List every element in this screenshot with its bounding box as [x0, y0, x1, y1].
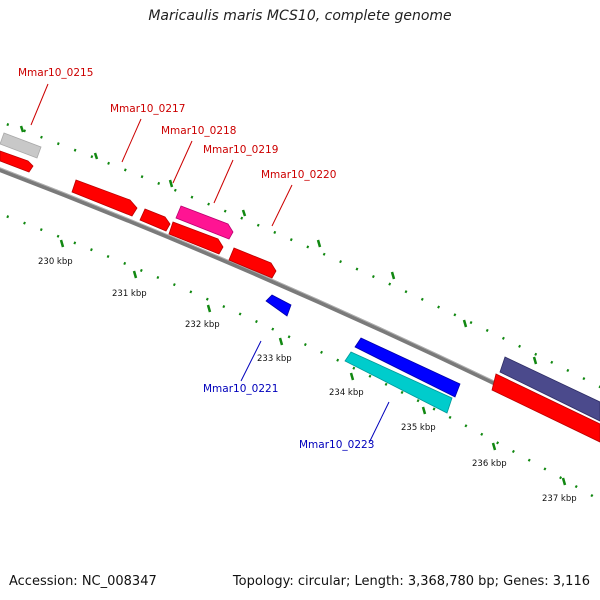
gene-red-right-edge[interactable] [491, 373, 600, 443]
gene-grey[interactable] [0, 132, 42, 159]
genome-summary-text: Topology: circular; Length: 3,368,780 bp… [232, 574, 590, 589]
gene-red-left-edge[interactable] [0, 150, 34, 173]
gene-blue-long[interactable] [354, 337, 461, 398]
scale-label-232: 232 kbp [185, 320, 220, 330]
gene-cyan-long[interactable] [344, 351, 453, 414]
gene-label-mmar10-0223[interactable]: Mmar10_0223 [299, 439, 374, 451]
lower-dotted-track [0, 212, 600, 502]
scale-label-235: 235 kbp [401, 423, 436, 433]
forward-genes [0, 132, 600, 443]
scale-label-236: 236 kbp [472, 459, 507, 469]
gene-blue-small[interactable] [265, 294, 292, 317]
forward-leader-lines [30, 83, 293, 227]
reverse-leader-lines [240, 340, 390, 444]
upper-major-ticks [19, 125, 538, 365]
scale-label-237: 237 kbp [542, 494, 577, 504]
gene-red-3[interactable] [168, 221, 224, 255]
reverse-gene-labels: Mmar10_0221 Mmar10_0223 [203, 383, 374, 451]
gene-slate[interactable] [499, 356, 600, 422]
gene-label-mmar10-0221[interactable]: Mmar10_0221 [203, 383, 278, 395]
gene-magenta[interactable] [175, 205, 234, 240]
scale-label-233: 233 kbp [257, 354, 292, 364]
scale-label-230: 230 kbp [38, 257, 73, 267]
gene-label-mmar10-0217[interactable]: Mmar10_0217 [110, 103, 185, 115]
upper-dotted-track [0, 120, 600, 389]
gene-label-mmar10-0219[interactable]: Mmar10_0219 [203, 144, 278, 156]
gene-label-mmar10-0220[interactable]: Mmar10_0220 [261, 169, 336, 181]
scale-label-231: 231 kbp [112, 289, 147, 299]
gene-red-2[interactable] [139, 208, 171, 232]
scale-label-234: 234 kbp [329, 388, 364, 398]
accession-text: Accession: NC_008347 [9, 574, 157, 589]
map-title: Maricaulis maris MCS10, complete genome [148, 8, 452, 24]
forward-gene-labels: Mmar10_0215 Mmar10_0217 Mmar10_0218 Mmar… [18, 67, 336, 181]
gene-label-mmar10-0218[interactable]: Mmar10_0218 [161, 125, 236, 137]
gene-red-4[interactable] [228, 247, 277, 279]
gene-red-1[interactable] [71, 179, 138, 217]
reverse-genes [265, 294, 461, 414]
scale-labels: 230 kbp 231 kbp 232 kbp 233 kbp 234 kbp … [38, 257, 577, 504]
gene-label-mmar10-0215[interactable]: Mmar10_0215 [18, 67, 93, 79]
lower-major-ticks [59, 239, 567, 486]
